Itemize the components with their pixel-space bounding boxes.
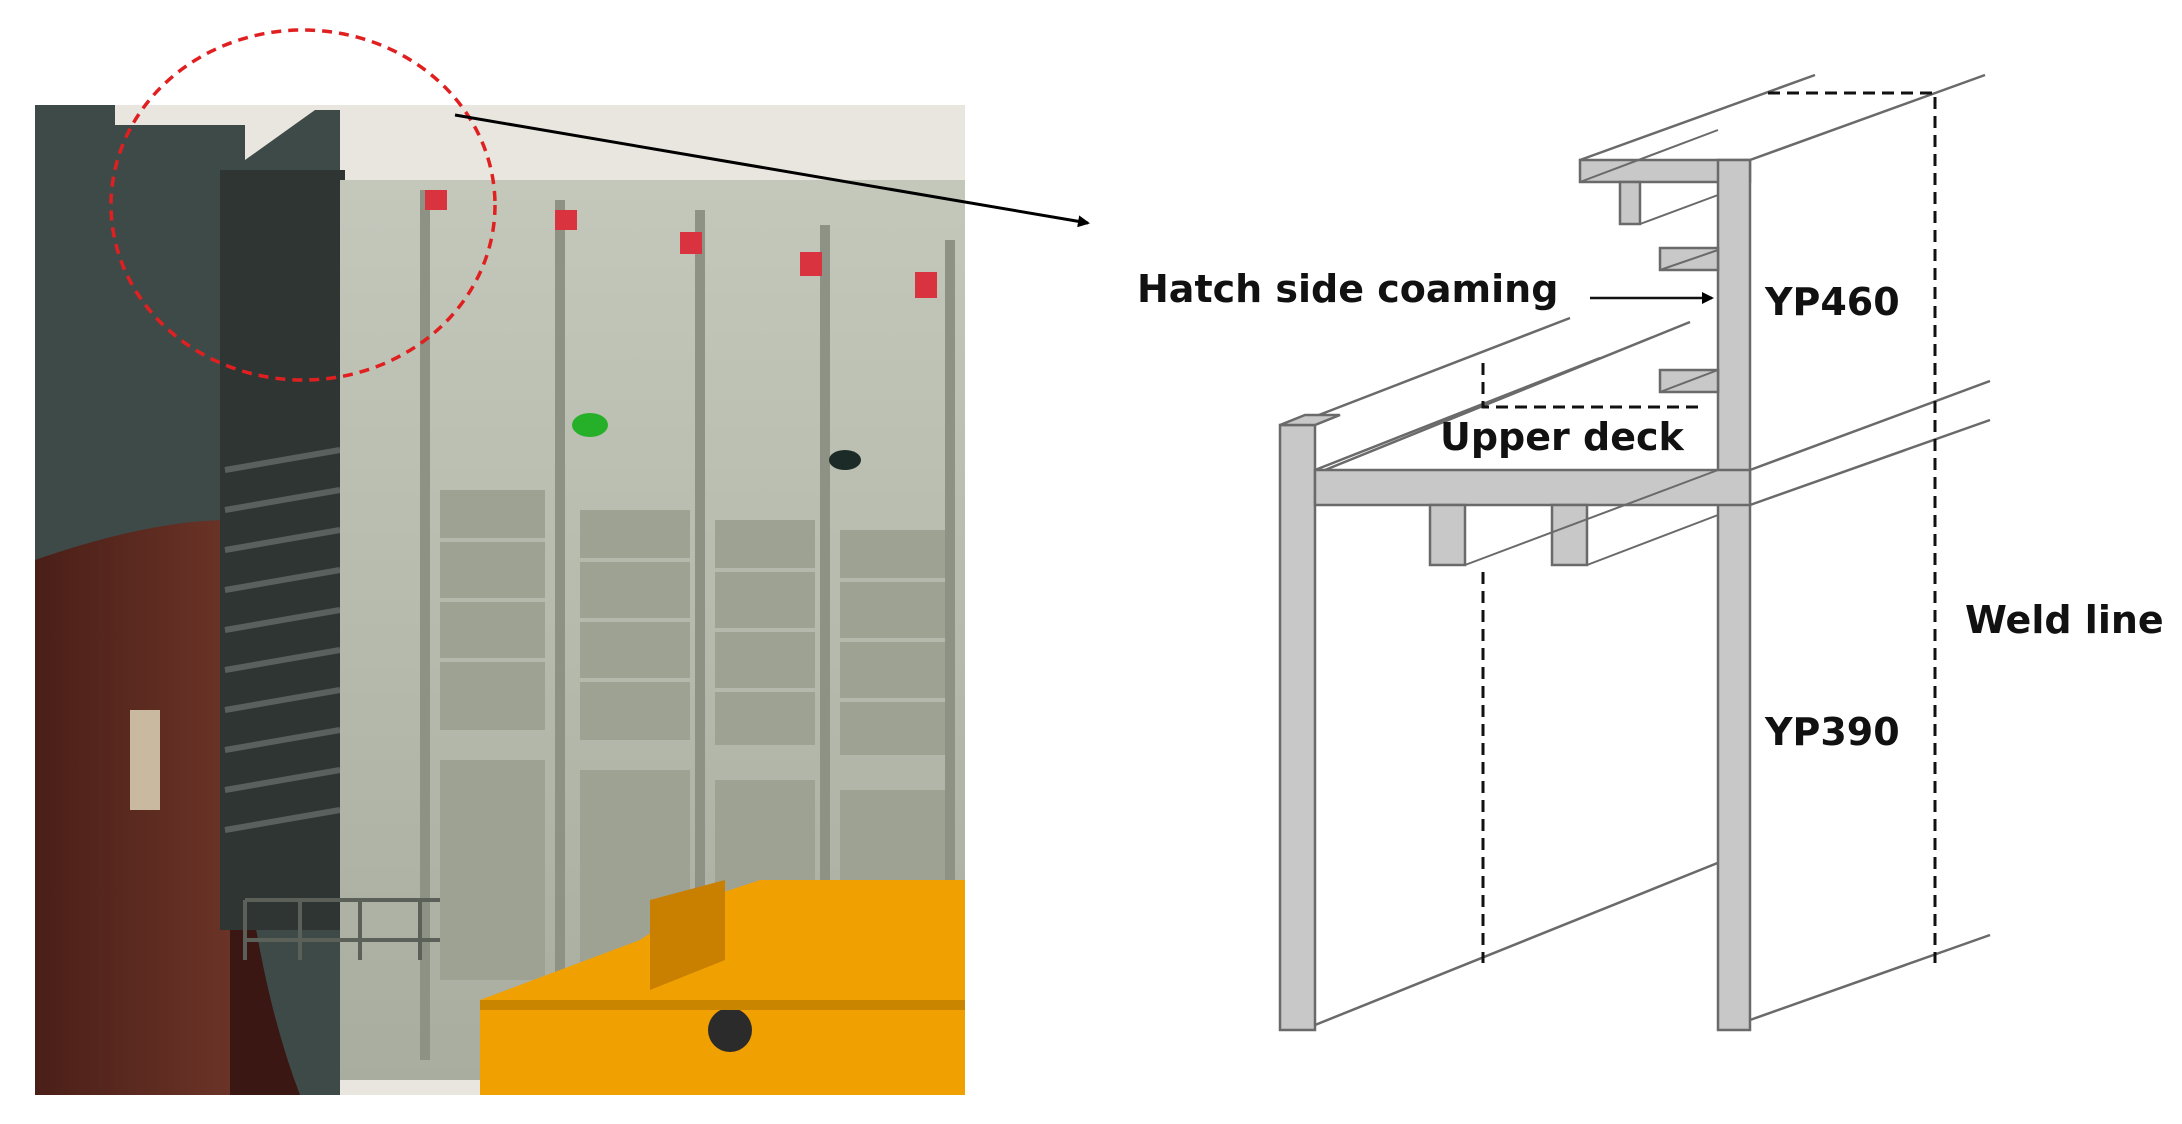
callout-arrow [454,113,1090,228]
weld-dashed-lines [1481,91,1937,963]
ship-block-photo [35,105,965,1095]
structural-schematic [1278,73,1991,1032]
label-weld-line: Weld line [1965,598,2164,642]
highlight-circle [109,28,497,382]
label-upper-deck: Upper deck [1440,415,1685,459]
label-yp390: YP390 [1764,710,1900,754]
label-hatch-side-coaming: Hatch side coaming [1137,267,1558,311]
label-yp460: YP460 [1764,280,1900,324]
